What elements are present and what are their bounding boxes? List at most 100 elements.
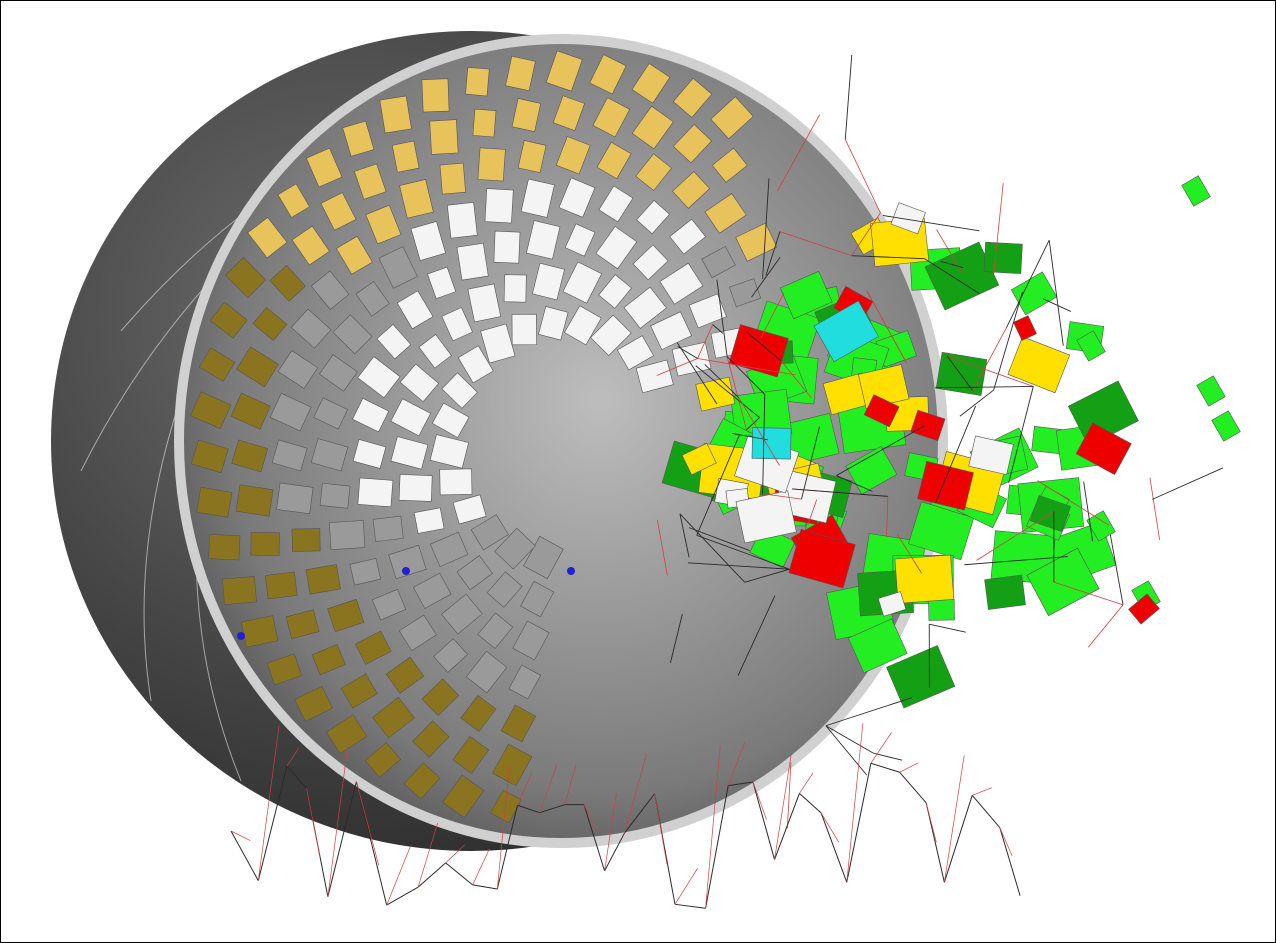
strut — [765, 231, 781, 276]
shell-panel — [520, 178, 555, 218]
shell-panel — [590, 314, 632, 357]
shell-panel — [222, 576, 257, 605]
shell-panel — [596, 141, 632, 180]
strut-framework — [230, 54, 1224, 909]
shell-panel — [562, 261, 603, 304]
shell-panel — [659, 262, 704, 305]
shell-panel — [632, 244, 669, 281]
shell-panel — [319, 482, 351, 509]
strut — [792, 488, 888, 497]
strut — [445, 862, 473, 886]
shell-panel — [552, 95, 585, 131]
strut — [696, 433, 741, 536]
shell-panel — [467, 283, 502, 323]
equipment-panel — [1181, 175, 1211, 207]
strut — [976, 511, 1055, 561]
strut — [866, 290, 907, 364]
shell-panel — [372, 515, 404, 542]
strut — [445, 844, 465, 864]
shell-panel — [636, 199, 670, 235]
equipment-panel — [886, 645, 956, 709]
strut — [825, 725, 874, 754]
strut — [679, 513, 746, 583]
strut — [704, 364, 740, 399]
shell-panel — [635, 153, 672, 191]
strut — [517, 772, 532, 806]
strut — [886, 496, 889, 537]
shell-panel — [379, 95, 412, 134]
shell-panel — [669, 218, 707, 255]
strut — [257, 725, 280, 881]
strut — [1053, 581, 1124, 606]
strut — [774, 753, 792, 860]
shell-panel — [277, 350, 319, 389]
strut — [762, 178, 770, 279]
strut — [970, 327, 1007, 394]
equipment-panel — [813, 300, 879, 363]
shell-panel — [294, 685, 333, 722]
strut — [836, 425, 925, 476]
strut — [935, 405, 977, 503]
strut — [257, 765, 288, 881]
strut — [846, 763, 872, 883]
shell-panel — [508, 664, 542, 700]
shell-panel — [452, 494, 487, 525]
strut — [999, 827, 1021, 896]
shell-panel — [503, 274, 527, 303]
shell-panel — [399, 363, 440, 403]
strut — [564, 764, 577, 805]
shell-panel — [196, 486, 233, 518]
shell-panel — [688, 293, 727, 329]
shell-panel — [342, 120, 375, 157]
strut — [786, 762, 792, 829]
strut — [669, 613, 683, 664]
shell-panel — [456, 242, 489, 281]
equipment-panel — [1067, 380, 1139, 447]
strut — [696, 534, 790, 570]
equipment-panel — [1007, 336, 1071, 394]
sphere-rim — [174, 34, 948, 848]
shell-panel — [305, 564, 341, 595]
strut — [776, 114, 821, 192]
shell-panel — [235, 484, 274, 517]
equipment-panel — [788, 528, 856, 589]
shell-panel — [532, 262, 565, 301]
strut — [697, 358, 796, 376]
shell-panel — [635, 359, 674, 394]
strut — [417, 862, 447, 888]
shell-panel — [456, 555, 493, 591]
shell-panel — [277, 183, 310, 218]
shell-panel — [357, 477, 394, 508]
shell-panel — [269, 392, 312, 432]
shell-panel — [413, 507, 445, 534]
strut — [762, 394, 766, 494]
shell-panel — [729, 278, 762, 308]
strut — [836, 475, 873, 492]
shell-panel — [526, 220, 561, 260]
shell-panel — [388, 544, 427, 580]
strut — [1008, 386, 1034, 484]
strut — [943, 795, 973, 883]
shell-panel — [545, 50, 583, 92]
marker-layer — [237, 567, 575, 640]
strut — [896, 533, 922, 574]
equipment-panel — [1128, 593, 1160, 625]
shell-panel — [441, 372, 478, 409]
shell-panel — [672, 123, 713, 164]
equipment-panel — [924, 241, 1000, 311]
strut — [760, 292, 785, 338]
strut — [583, 804, 606, 871]
strut — [230, 830, 251, 841]
shell-panel — [701, 245, 736, 279]
shell-panel — [313, 397, 348, 430]
strut — [999, 827, 1013, 856]
strut — [472, 848, 490, 886]
shell-panel — [310, 270, 350, 310]
equipment-panel — [928, 598, 955, 621]
equipment-panel — [1196, 375, 1226, 407]
strut — [327, 781, 357, 897]
shell-panel — [623, 286, 667, 329]
strut — [925, 802, 937, 843]
strut — [851, 255, 925, 260]
